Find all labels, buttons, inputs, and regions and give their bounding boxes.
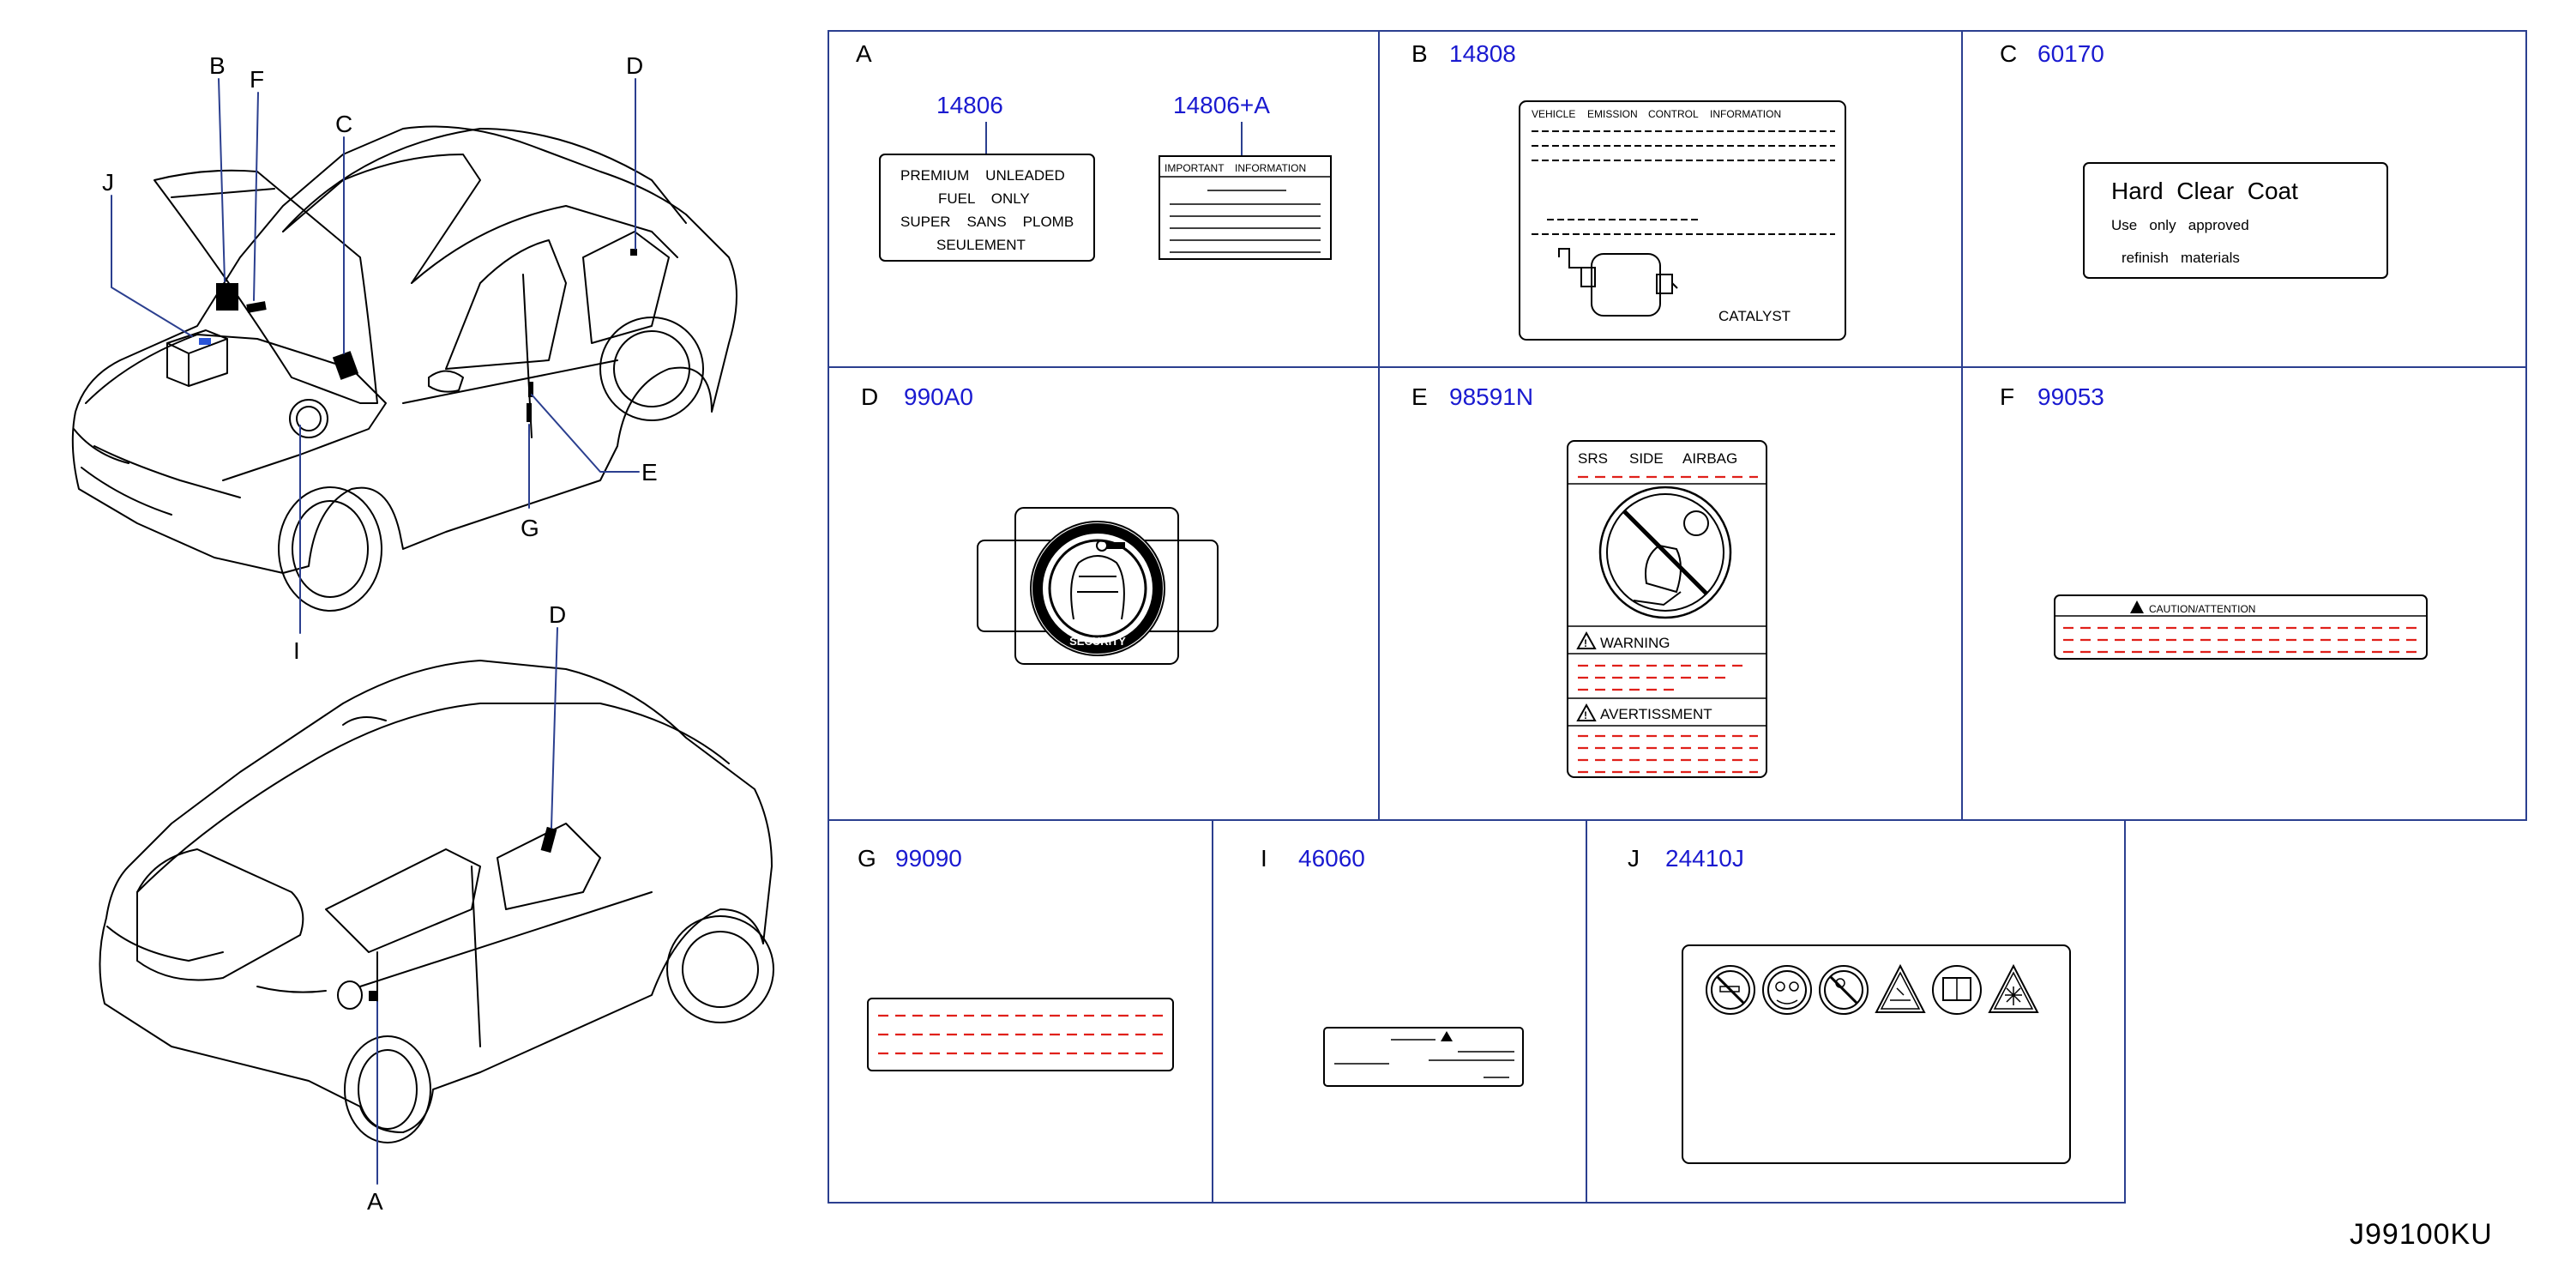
diagram-code: J99100KU (2350, 1218, 2493, 1251)
info-label: IMPORTANT INFORMATION (1159, 155, 1332, 260)
paint-line-2: Use only approved (2111, 217, 2249, 233)
panel-grid (828, 30, 2527, 1204)
callout-G: G (521, 515, 539, 541)
part-number: 990A0 (904, 383, 973, 410)
panel-E: E 98591N SRS SIDE AIRBAG ! WARNING ! (1411, 383, 1767, 778)
label-A-marker (369, 991, 377, 1001)
part-number: 14806 (936, 92, 1003, 118)
emission-header-1: VEHICLE (1532, 108, 1575, 120)
fuel-line-2: FUEL ONLY (938, 190, 1030, 207)
part-number: 14808 (1449, 40, 1516, 67)
emission-header-2: EMISSION (1587, 108, 1638, 120)
airbag-header-1: SRS (1578, 450, 1608, 467)
caution-label: CAUTION/ATTENTION (2054, 594, 2428, 660)
part-number: 24410J (1665, 845, 1744, 872)
info-header-2: INFORMATION (1235, 162, 1306, 174)
fuel-line-4: SEULEMENT (936, 237, 1026, 253)
arabic-caution-label (1323, 1027, 1524, 1087)
panel-letter: I (1261, 845, 1267, 872)
fuel-line-1: PREMIUM UNLEADED (900, 167, 1065, 184)
label-E-marker (528, 382, 533, 397)
callout-A: A (367, 1188, 383, 1215)
panel-letter: C (2000, 40, 2017, 67)
callout-D: D (626, 52, 643, 79)
front-car-drawing (71, 125, 737, 612)
avertissement-text: AVERTISSMENT (1600, 706, 1712, 722)
svg-text:!: ! (1584, 709, 1587, 721)
svg-text:!: ! (1584, 637, 1587, 649)
panel-letter: F (2000, 383, 2014, 410)
airbag-header-3: AIRBAG (1682, 450, 1737, 467)
corrosive-icon (1875, 963, 1926, 1013)
security-text: SECURITY (1069, 635, 1126, 648)
panel-I: I 46060 (1261, 845, 1524, 1087)
label-J-marker (199, 338, 211, 345)
caution-text: CAUTION/ATTENTION (2149, 603, 2255, 615)
panel-letter: G (858, 845, 876, 872)
airbag-label: SRS SIDE AIRBAG ! WARNING ! AVERTISSMENT (1567, 440, 1767, 778)
panel-letter: D (861, 383, 878, 410)
read-manual-icon (1932, 965, 1982, 1015)
part-number: 98591N (1449, 383, 1533, 410)
no-smoking-icon (1706, 965, 1755, 1015)
panel-letter: E (1411, 383, 1428, 410)
callout-E: E (641, 459, 658, 486)
emission-header-4: INFORMATION (1710, 108, 1781, 120)
part-number: 99053 (2037, 383, 2104, 410)
panel-A: A 14806 14806+A PREMIUM UNLEADED FUEL ON… (856, 40, 1332, 262)
panel-letter: A (856, 40, 872, 67)
panel-J: J 24410J (1628, 845, 2071, 1164)
panel-B: B 14808 VEHICLE EMISSION CONTROL INFORMA… (1411, 40, 1846, 341)
emission-label: VEHICLE EMISSION CONTROL INFORMATION CAT… (1519, 100, 1846, 341)
callout-D-rear: D (549, 601, 566, 628)
callout-C: C (335, 111, 352, 137)
paint-line-3: refinish materials (2122, 250, 2240, 266)
callout-F: F (250, 66, 264, 93)
part-number: 46060 (1298, 845, 1365, 872)
explosive-icon (1988, 963, 2039, 1013)
part-number: 60170 (2037, 40, 2104, 67)
panel-G: G 99090 (858, 845, 1174, 1071)
airbag-header-2: SIDE (1629, 450, 1664, 467)
battery-label (1682, 944, 2071, 1164)
fuel-label: PREMIUM UNLEADED FUEL ONLY SUPER SANS PL… (879, 154, 1095, 262)
callout-I: I (293, 637, 300, 664)
label-C-marker (332, 351, 359, 380)
catalyst-text: CATALYST (1718, 308, 1791, 324)
panel-letter: J (1628, 845, 1640, 872)
part-number: 14806+A (1173, 92, 1270, 118)
callout-B: B (209, 52, 226, 79)
panel-letter: B (1411, 40, 1428, 67)
panel-F: F 99053 CAUTION/ATTENTION (2000, 383, 2428, 660)
label-G-marker (527, 403, 532, 422)
part-number: 99090 (895, 845, 962, 872)
eye-protection-icon (1762, 965, 1812, 1015)
security-label: SECURITY (977, 507, 1219, 665)
info-header-1: IMPORTANT (1165, 162, 1225, 174)
label-F-marker (246, 301, 267, 313)
warning-text: WARNING (1600, 635, 1670, 651)
fuel-line-3: SUPER SANS PLOMB (900, 214, 1074, 230)
vehicle-illustrations: B F C D J E G I D A (71, 52, 774, 1215)
label-B-marker (216, 283, 238, 311)
keep-children-away-icon (1819, 965, 1869, 1015)
emission-header-3: CONTROL (1648, 108, 1699, 120)
panel-C: C 60170 Hard Clear Coat Use only approve… (2000, 40, 2388, 279)
panel-D: D 990A0 SECURITY (861, 383, 1219, 665)
paint-line-1: Hard Clear Coat (2111, 178, 2298, 204)
door-label (867, 998, 1174, 1071)
label-D-marker (630, 249, 637, 256)
paint-label: Hard Clear Coat Use only approved refini… (2083, 162, 2388, 279)
label-D2-marker (540, 826, 557, 854)
callout-J: J (102, 169, 114, 196)
